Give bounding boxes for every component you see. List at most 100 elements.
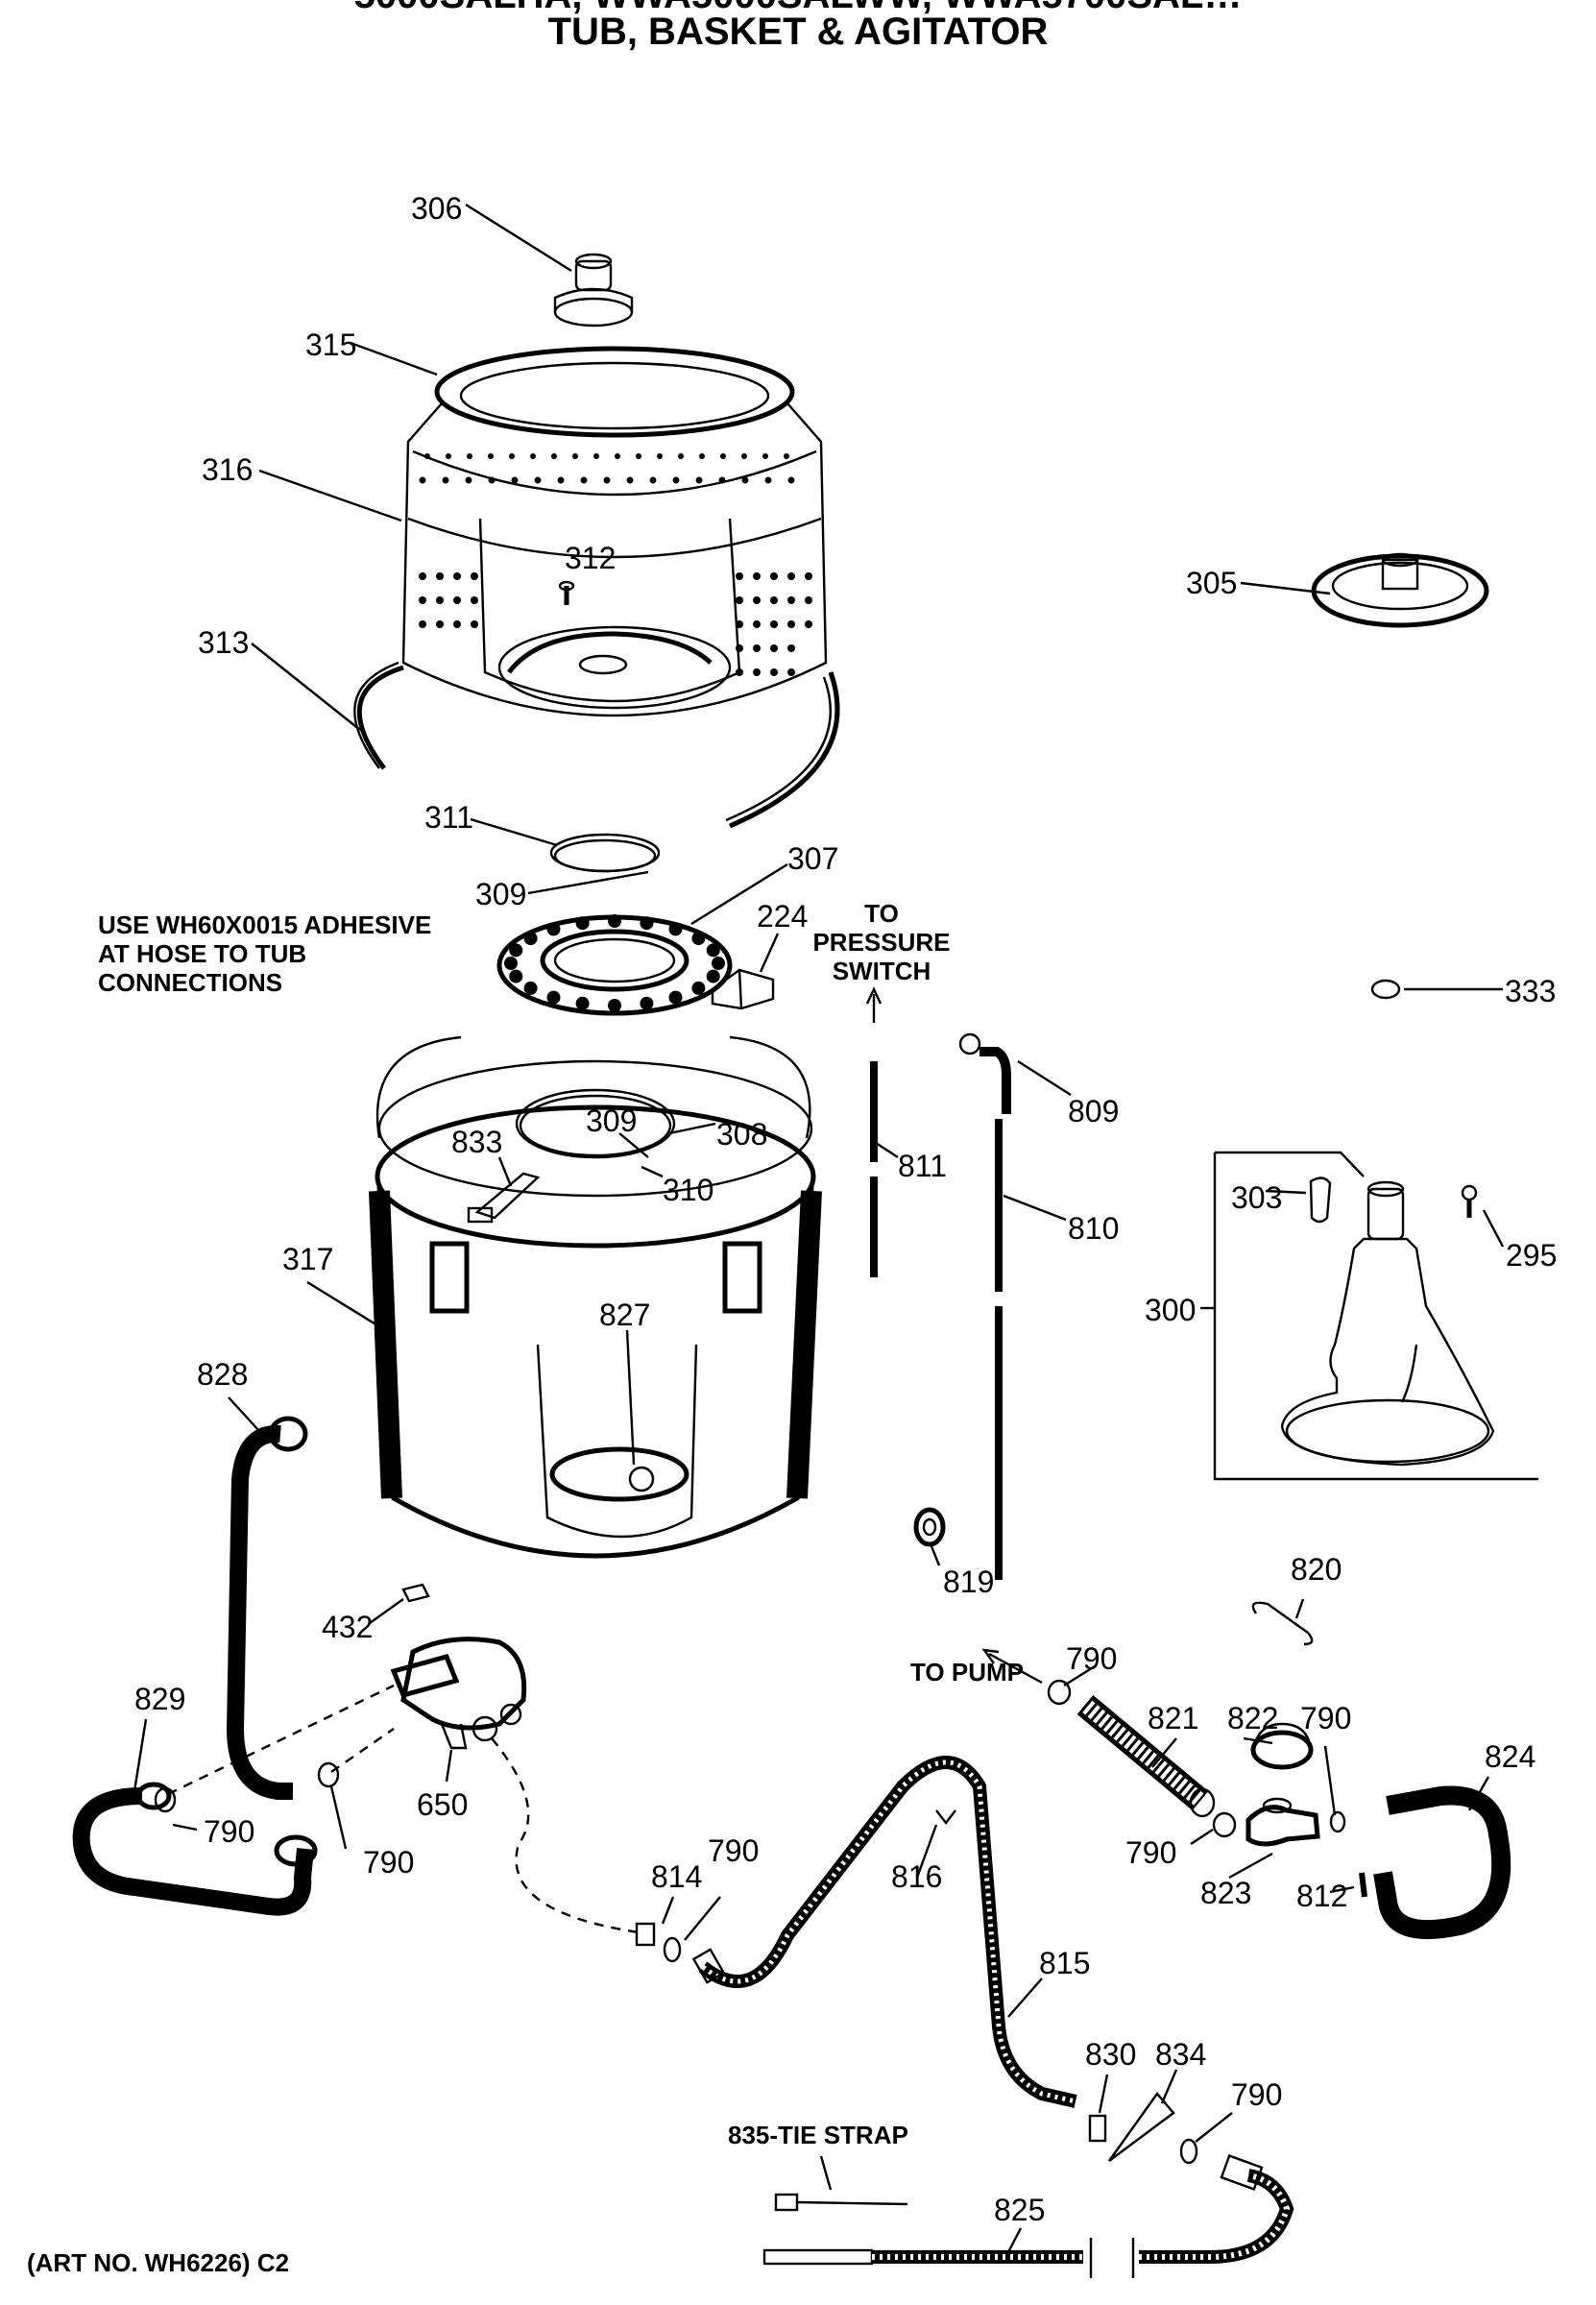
perforation-dot (534, 476, 542, 484)
pump-valve-icon (390, 1637, 527, 1750)
perforation-dot (657, 453, 663, 459)
perforation-dot (446, 453, 451, 459)
part-label-315: 315 (305, 328, 356, 362)
part-label-790-pump: 790 (1066, 1641, 1117, 1676)
perforation-dot (736, 668, 743, 676)
perforation-dot (736, 644, 743, 652)
spring-clip-820-icon (1251, 1601, 1314, 1646)
part-label-814: 814 (651, 1859, 702, 1894)
perforation-dot (626, 476, 634, 484)
perforation-dot (453, 596, 461, 604)
funnel-834-icon (1108, 2092, 1175, 2162)
part-label-224: 224 (757, 899, 808, 934)
part-label-307: 307 (787, 841, 838, 876)
perforation-dot (615, 453, 620, 459)
perforation-dot (436, 620, 444, 628)
hub-tooth (608, 914, 621, 928)
agitator-cap-icon (553, 253, 634, 328)
hub-tooth (575, 996, 590, 1010)
screw-295-icon (1461, 1184, 1478, 1218)
part-label-650: 650 (417, 1787, 468, 1822)
perforation-dot (419, 572, 426, 580)
hub-tooth (712, 957, 725, 970)
perforation-dot (488, 453, 494, 459)
connector-814-icon (635, 1922, 656, 1947)
perforation-dot (488, 476, 496, 484)
hub-tooth (608, 999, 621, 1012)
adhesive-note-line3: CONNECTIONS (98, 968, 282, 997)
hose-828-icon (226, 1416, 308, 1800)
hub-tooth (504, 957, 518, 970)
clip-812-icon (1359, 1872, 1367, 1898)
to-pump-label: TO PUMP (910, 1658, 1024, 1686)
o-ring-icons (154, 1679, 1346, 2165)
part-label-432: 432 (322, 1610, 373, 1644)
hose-821-icon (1076, 1695, 1216, 1818)
perforation-dot (770, 620, 778, 628)
hub-tooth (509, 943, 523, 958)
hub-tooth (546, 922, 561, 936)
perforation-dot (787, 572, 795, 580)
adhesive-note-line2: AT HOSE TO TUB (98, 939, 306, 968)
hub-tooth (640, 916, 654, 931)
tie-strap-label: 835-TIE STRAP (728, 2121, 908, 2149)
clip-816-icon (935, 1809, 956, 1825)
screw-icon (558, 580, 575, 605)
perforation-dot (753, 596, 761, 604)
valve-822-icon (1250, 1722, 1314, 1770)
part-label-790-834: 790 (1231, 2077, 1282, 2112)
part-label-333: 333 (1505, 974, 1556, 1008)
part-label-790-821: 790 (1125, 1835, 1176, 1870)
part-label-825: 825 (994, 2193, 1045, 2227)
clamp-830-icon (1088, 2114, 1107, 2143)
pressure-tube-icon (865, 986, 1011, 1580)
grommet-icon (913, 1507, 946, 1547)
art-number: (ART NO. WH6226) C2 (27, 2248, 289, 2277)
connector-dash (167, 1684, 395, 1796)
perforation-dot (787, 644, 795, 652)
hose-829-icon (72, 1782, 318, 1916)
fabric-filter-303-icon (1309, 1177, 1332, 1224)
part-label-823: 823 (1200, 1876, 1251, 1910)
perforation-dot (787, 620, 795, 628)
perforation-dot (736, 572, 743, 580)
perforation-dot (453, 572, 461, 580)
agitator-assembly-box (1213, 1151, 1538, 1481)
perforation-dot (805, 596, 812, 604)
perforation-dot (467, 453, 472, 459)
perforation-dot (695, 476, 703, 484)
diagram-title: TUB, BASKET & AGITATOR (547, 11, 1049, 53)
tie-strap-835-icon (774, 2193, 908, 2212)
perforation-dot (442, 476, 449, 484)
basket-icon (401, 346, 828, 717)
part-label-820: 820 (1291, 1552, 1342, 1587)
perforation-dot (603, 476, 611, 484)
softener-dispenser-icon (1311, 552, 1489, 628)
perforation-dot (741, 476, 749, 484)
pressure-note-line3: SWITCH (833, 957, 931, 985)
perforation-dot (511, 476, 519, 484)
perforation-dot (736, 596, 743, 604)
perforation-dot (572, 453, 578, 459)
part-label-829: 829 (134, 1682, 185, 1716)
perforation-dot (787, 476, 795, 484)
drain-hose-825-icon (762, 2154, 1294, 2278)
part-label-303: 303 (1231, 1180, 1282, 1215)
part-label-816: 816 (891, 1859, 942, 1894)
hub-tooth (706, 943, 720, 958)
part-label-828: 828 (197, 1357, 248, 1392)
plug-333-icon (1370, 979, 1401, 1000)
connector-dash (491, 1737, 640, 1934)
clamp-ring-icon (549, 833, 661, 873)
perforation-dot (419, 620, 426, 628)
perforation-dot (649, 476, 657, 484)
part-label-822: 822 (1227, 1701, 1278, 1735)
perforation-dot (770, 644, 778, 652)
tee-823-icon (1245, 1797, 1320, 1847)
perforation-dot (530, 453, 536, 459)
perforation-dot (753, 668, 761, 676)
leader-lines (133, 203, 1505, 2253)
perforation-dot (471, 572, 478, 580)
perforation-dot (436, 572, 444, 580)
